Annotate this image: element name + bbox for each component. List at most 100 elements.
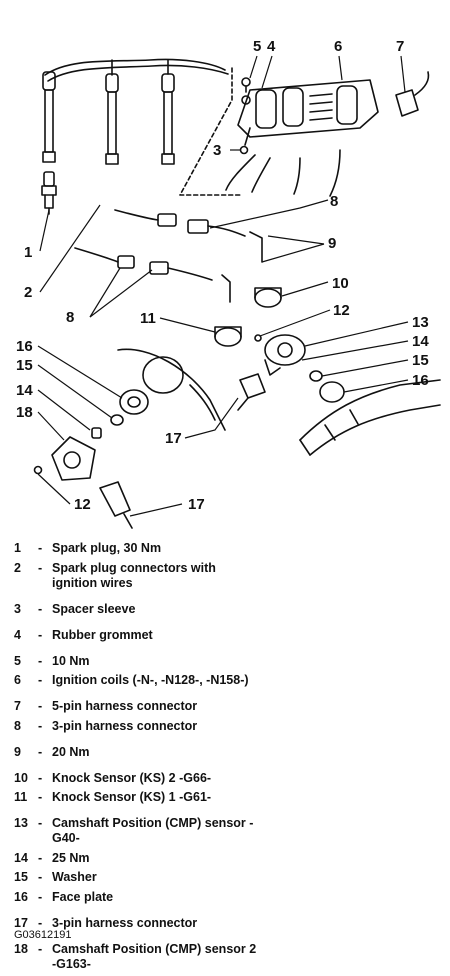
legend-separator: - [38, 653, 43, 668]
callout-2: 2 [24, 284, 32, 301]
callout-15-left: 15 [16, 357, 33, 374]
legend-text: Knock Sensor (KS) 2 -G66- [52, 770, 212, 785]
legend-separator: - [38, 816, 43, 830]
engine-housing-right [299, 379, 441, 456]
callout-17-upper: 17 [165, 430, 182, 447]
knock-sensor-1 [214, 326, 242, 347]
legend-separator: - [38, 560, 43, 575]
legend-text: Spacer sleeve [52, 601, 136, 616]
sensor-bolts [221, 231, 263, 303]
bolt-left [91, 427, 102, 439]
spark-plug [41, 171, 57, 215]
spacer-sleeve [239, 145, 249, 155]
figure-id: G03612191 [14, 929, 72, 941]
screw-right [254, 334, 262, 342]
callout-11: 11 [140, 310, 156, 327]
legend-text: Spark plug, 30 Nm [52, 541, 162, 555]
callout-1: 1 [24, 244, 32, 261]
bolt [241, 77, 251, 93]
legend-item: 1 -Spark plug, 30 Nm [14, 541, 444, 556]
legend-item: 17-3-pin harness connector [14, 916, 444, 931]
callout-9: 9 [328, 235, 336, 252]
legend-item: 18-Camshaft Position (CMP) sensor 2 -G16… [14, 942, 444, 972]
legend-number: 3 [14, 601, 21, 616]
harness-connectors [74, 209, 246, 281]
knock-sensor-2 [254, 287, 282, 308]
legend-text: Spark plug connectors with ignition wire… [52, 560, 216, 590]
legend-number: 1 [14, 541, 21, 555]
legend-text: Rubber grommet [52, 627, 153, 642]
callout-3: 3 [213, 142, 221, 159]
legend-item: 13-Camshaft Position (CMP) sensor - G40- [14, 816, 444, 846]
legend-text: 25 Nm [52, 850, 90, 865]
parts-legend: 1-Spark plug, 30 Nm 2-Spark plug connect… [14, 541, 444, 976]
legend-text: Camshaft Position (CMP) sensor - G40- [52, 816, 254, 845]
legend-separator: - [38, 915, 43, 930]
callout-4: 4 [267, 38, 276, 55]
face-plate-left [119, 389, 149, 415]
washer-left [110, 414, 124, 426]
legend-item: 3-Spacer sleeve [14, 602, 444, 617]
callout-12-right: 12 [333, 302, 350, 319]
legend-text: 3-pin harness connector [52, 718, 198, 733]
legend-item: 16-Face plate [14, 890, 444, 905]
ignition-coil-pack [237, 79, 379, 146]
callout-10: 10 [332, 275, 349, 292]
callout-12-left: 12 [74, 496, 91, 513]
camshaft-sensor [264, 334, 306, 376]
legend-number: 14 [14, 850, 28, 865]
legend-separator: - [38, 718, 43, 733]
ignition-wires [44, 58, 229, 82]
legend-number: 2 [14, 560, 21, 575]
legend-separator: - [38, 541, 43, 555]
legend-separator: - [38, 627, 43, 642]
callout-14-left: 14 [16, 382, 33, 399]
callout-labels: 5 4 6 7 3 8 1 9 10 2 8 11 12 13 16 14 15… [16, 38, 429, 513]
legend-text: Face plate [52, 889, 114, 904]
legend-text: 5-pin harness connector [52, 699, 198, 713]
callout-16-right: 16 [412, 372, 429, 389]
callout-16-left: 16 [16, 338, 33, 355]
legend-text: Washer [52, 870, 97, 884]
legend-separator: - [38, 790, 43, 804]
legend-item: 14-25 Nm [14, 851, 444, 866]
legend-separator: - [38, 744, 43, 759]
legend-item: 2 -Spark plug connectors with ignition wi… [14, 561, 444, 591]
legend-number: 10 [14, 770, 28, 785]
legend-number: 13 [14, 816, 28, 830]
five-pin-connector [395, 71, 430, 117]
screw-left [33, 465, 43, 475]
legend-number: 6 [14, 673, 21, 687]
callout-5: 5 [253, 38, 261, 55]
legend-text: Ignition coils (-N-, -N128-, -N158-) [52, 673, 249, 687]
legend-number: 8 [14, 718, 21, 733]
callout-14-right: 14 [412, 333, 429, 350]
rubber-grommet [241, 95, 251, 105]
legend-text: Camshaft Position (CMP) sensor 2 -G163- [52, 941, 257, 971]
legend-text: 3-pin harness connector [52, 915, 198, 930]
legend-item: 8 -3-pin harness connector [14, 719, 444, 734]
legend-number: 9 [14, 744, 21, 759]
legend-item: 7 -5-pin harness connector [14, 699, 444, 714]
legend-number: 15 [14, 870, 28, 884]
connector-lower [99, 481, 133, 529]
legend-number: 16 [14, 889, 28, 904]
legend-separator: - [38, 941, 43, 956]
leader-lines [37, 55, 409, 517]
legend-separator: - [38, 699, 43, 713]
legend-number: 7 [14, 699, 21, 713]
connector-right [237, 373, 266, 411]
callout-6: 6 [334, 38, 342, 55]
callout-18: 18 [16, 404, 33, 421]
legend-separator: - [38, 770, 43, 785]
legend-item: 4-Rubber grommet [14, 628, 444, 643]
callout-8-top: 8 [330, 193, 338, 210]
legend-item: 11-Knock Sensor (KS) 1 -G61- [14, 790, 444, 805]
legend-separator: - [38, 889, 43, 904]
legend-separator: - [38, 850, 43, 865]
legend-item: 15-Washer [14, 870, 444, 885]
callout-8-mid: 8 [66, 309, 74, 326]
engine-housing-left [117, 348, 226, 431]
legend-number: 11 [14, 790, 28, 804]
legend-text: 20 Nm [52, 744, 90, 759]
